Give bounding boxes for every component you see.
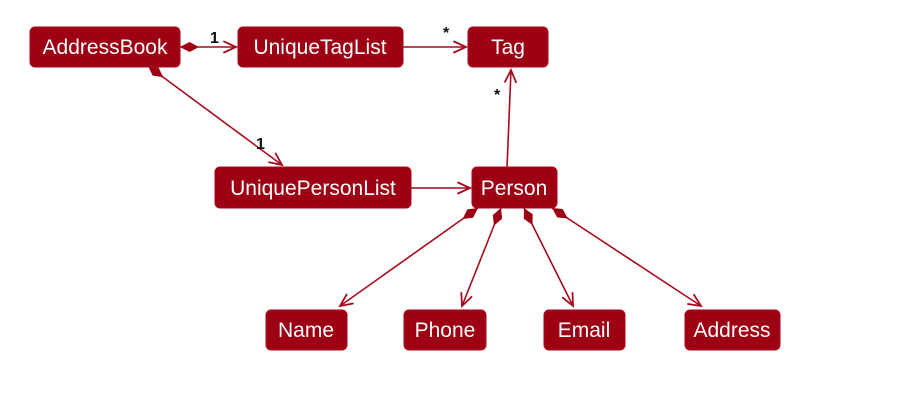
- edge-person-tag: [504, 67, 517, 169]
- class-label-address: Address: [693, 319, 770, 342]
- class-box-name: Name: [265, 309, 348, 351]
- class-label-name: Name: [278, 319, 334, 342]
- class-box-addressbook: AddressBook: [29, 26, 181, 68]
- class-label-addressbook: AddressBook: [43, 36, 168, 59]
- class-label-uniquetaglist: UniqueTagList: [253, 36, 386, 59]
- class-box-person: Person: [471, 166, 558, 209]
- class-boxes: AddressBook UniqueTagList Tag UniquePers…: [29, 26, 781, 351]
- class-label-phone: Phone: [415, 319, 476, 342]
- class-box-uniquepersonlist: UniquePersonList: [214, 166, 412, 209]
- class-box-uniquetaglist: UniqueTagList: [237, 26, 404, 68]
- edge-person-address: [551, 207, 703, 308]
- class-label-tag: Tag: [491, 36, 525, 59]
- edge-person-name: [338, 207, 479, 308]
- multiplicity-label: *: [443, 25, 450, 42]
- class-label-uniquepersonlist: UniquePersonList: [230, 177, 396, 200]
- edge-addressbook-uniquepersonlist: [147, 65, 284, 167]
- class-box-address: Address: [684, 309, 781, 351]
- edge-person-email: [523, 207, 574, 308]
- multiplicity-label: 1: [210, 30, 219, 47]
- class-box-tag: Tag: [467, 26, 549, 68]
- relationship-edges: [147, 40, 703, 309]
- class-box-email: Email: [543, 309, 626, 351]
- class-label-person: Person: [481, 177, 548, 200]
- class-box-phone: Phone: [403, 309, 487, 351]
- edge-person-phone: [460, 207, 503, 309]
- class-label-email: Email: [558, 319, 611, 342]
- multiplicity-label: 1: [256, 136, 265, 153]
- multiplicity-label: *: [494, 87, 501, 104]
